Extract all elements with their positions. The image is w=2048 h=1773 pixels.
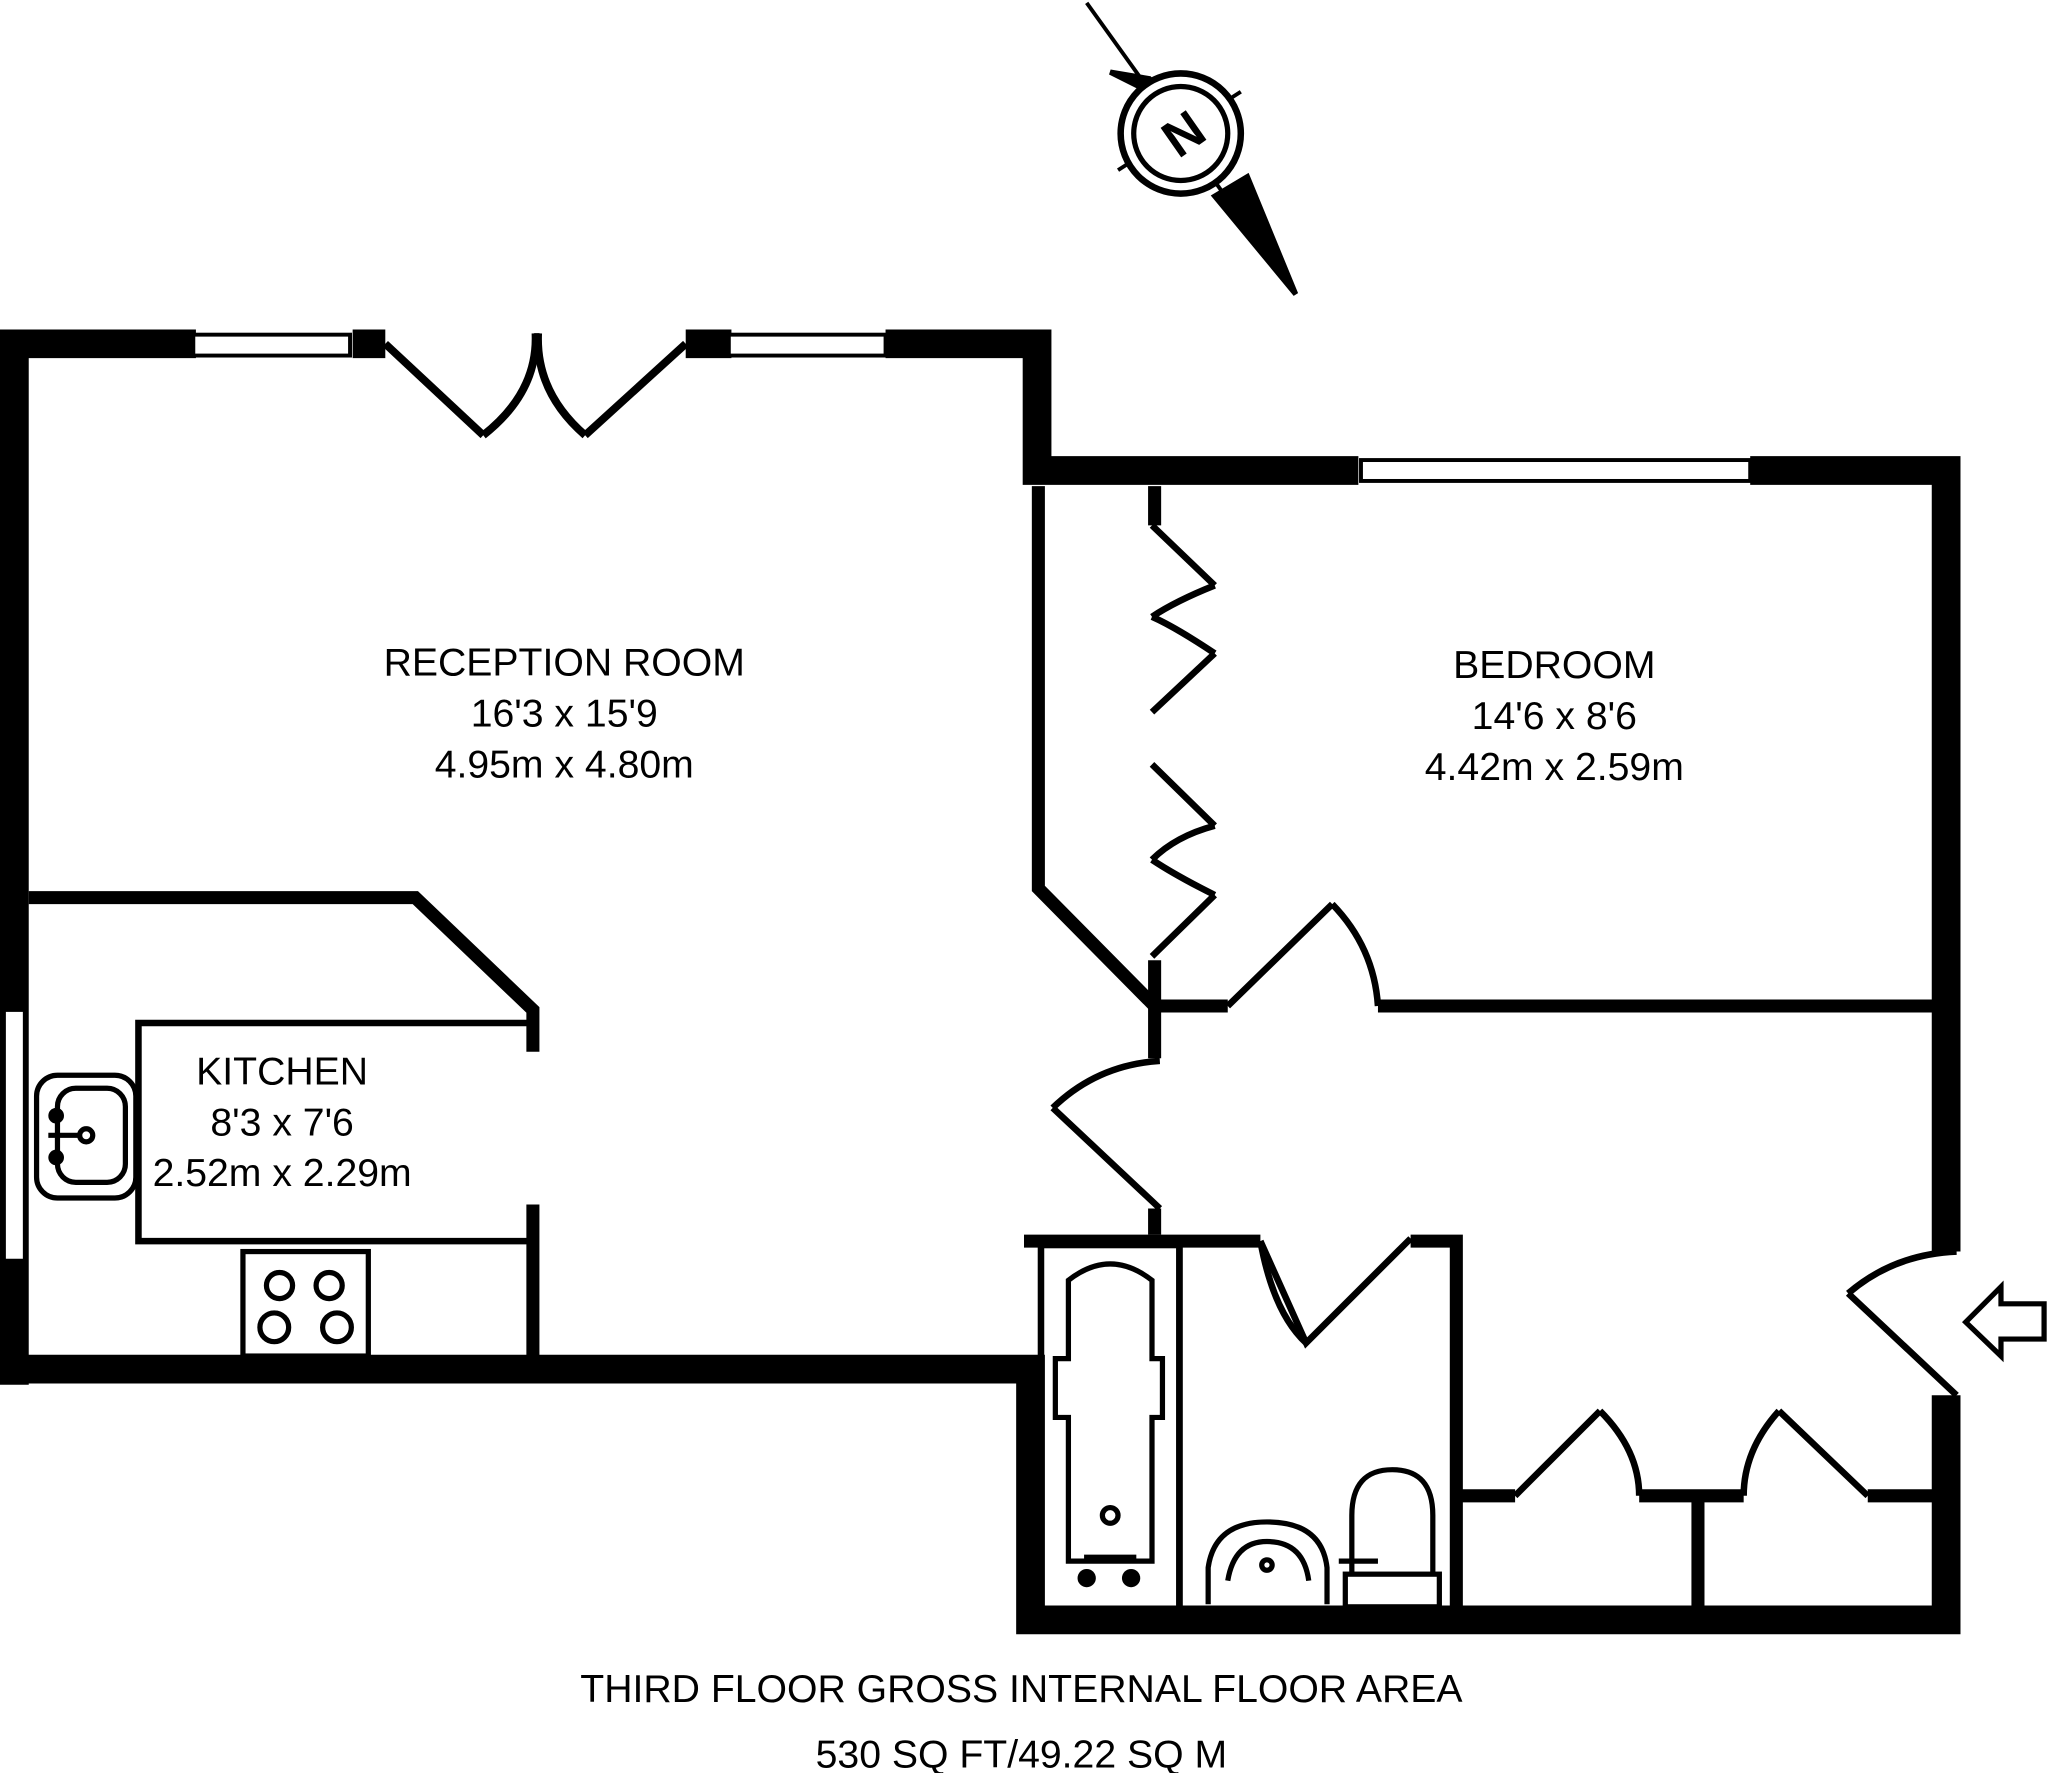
toilet	[1338, 1467, 1442, 1610]
room-imperial: 8'3 x 7'6	[210, 1101, 353, 1144]
bathroom-walls	[1037, 1241, 1183, 1615]
windows	[1, 332, 1753, 1263]
floor-area-title: THIRD FLOOR GROSS INTERNAL FLOOR AREA	[580, 1668, 1463, 1711]
floor-area-value: 530 SQ FT/49.22 SQ M	[816, 1733, 1227, 1773]
room-imperial: 16'3 x 15'9	[471, 692, 658, 735]
kitchen-label: KITCHEN 8'3 x 7'6 2.52m x 2.29m	[153, 1050, 412, 1195]
north-compass-icon	[1085, 1, 1299, 296]
kitchen-sink	[33, 1072, 139, 1201]
room-name: RECEPTION ROOM	[384, 642, 745, 685]
french-doors	[382, 333, 689, 439]
interior-walls	[28, 486, 1934, 1610]
entrance-arrow-icon	[1961, 1280, 2047, 1363]
bedroom-label: BEDROOM 14'6 x 8'6 4.42m x 2.59m	[1425, 644, 1684, 789]
room-metric: 4.42m x 2.59m	[1425, 746, 1684, 789]
washbasin	[1205, 1519, 1330, 1605]
reception-room-label: RECEPTION ROOM 16'3 x 15'9 4.95m x 4.80m	[384, 642, 745, 787]
exterior-walls	[0, 329, 1961, 1635]
wardrobe-doors	[1149, 522, 1871, 1499]
room-doors	[1050, 901, 1959, 1398]
bathtub	[1052, 1261, 1166, 1564]
room-metric: 4.95m x 4.80m	[435, 743, 694, 786]
room-metric: 2.52m x 2.29m	[153, 1152, 412, 1195]
room-imperial: 14'6 x 8'6	[1472, 695, 1637, 738]
room-name: BEDROOM	[1453, 644, 1655, 687]
room-name: KITCHEN	[196, 1050, 368, 1093]
hob	[240, 1248, 371, 1359]
